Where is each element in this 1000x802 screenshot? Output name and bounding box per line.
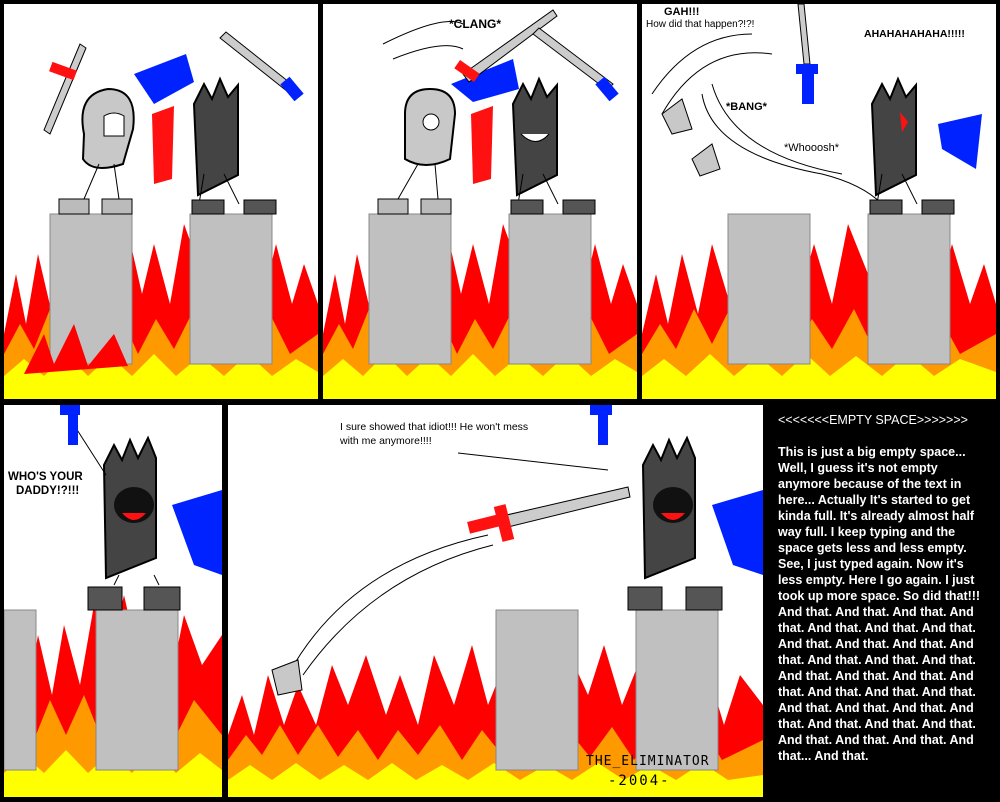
shout-line-1: WHO'S YOUR bbox=[8, 471, 83, 483]
red-shield bbox=[471, 106, 493, 184]
artist-signature: THE_ELIMINATOR bbox=[586, 754, 710, 769]
dark-knight bbox=[510, 76, 596, 215]
comic-panel-5: I sure showed that idiot!!! He won't mes… bbox=[228, 405, 763, 797]
motion-lines bbox=[701, 83, 883, 205]
pillar-right bbox=[189, 213, 273, 365]
motion-lines bbox=[382, 21, 464, 60]
victorious-dark-knight bbox=[73, 424, 181, 611]
blue-hilt-sword bbox=[796, 4, 818, 104]
crossed-swords bbox=[454, 9, 619, 102]
panel-1-art bbox=[4, 31, 318, 399]
gray-knight bbox=[377, 87, 457, 215]
pillar-right bbox=[508, 213, 592, 365]
motion-lines bbox=[287, 534, 494, 676]
blue-shield bbox=[712, 490, 763, 575]
sidebar-body-text: This is just a big empty space... Well, … bbox=[778, 445, 981, 763]
pillar-left bbox=[368, 213, 452, 365]
whoosh-sfx: *Whooosh* bbox=[784, 142, 840, 154]
speech-pointer bbox=[457, 452, 609, 471]
signature-year: -2004- bbox=[608, 773, 671, 789]
flying-red-hilt-sword bbox=[467, 486, 631, 542]
pillar-left-empty bbox=[4, 609, 37, 771]
blue-shield bbox=[134, 54, 194, 104]
panel-3-art bbox=[642, 4, 996, 399]
comic-panel-1 bbox=[4, 4, 318, 399]
falling-gauntlet bbox=[271, 659, 303, 696]
gah-text: GAH!!! bbox=[664, 6, 700, 18]
blue-shield bbox=[172, 490, 222, 575]
pillar-right bbox=[867, 213, 951, 365]
sidebar-heading: <<<<<<<EMPTY SPACE>>>>>>> bbox=[778, 413, 968, 427]
panel-2-art bbox=[323, 9, 637, 399]
dark-knight bbox=[191, 76, 277, 215]
panel-4-art bbox=[4, 405, 222, 797]
pillar-left bbox=[49, 213, 133, 365]
blue-hilt-sword bbox=[219, 31, 304, 102]
sword-hilt bbox=[590, 405, 612, 415]
panel-5-art bbox=[228, 405, 763, 797]
shout-line-2: DADDY!?!!! bbox=[16, 485, 80, 497]
speech-line-1: I sure showed that idiot!!! He won't mes… bbox=[340, 421, 529, 433]
pillar-left-empty bbox=[727, 213, 811, 365]
sword-hilt bbox=[60, 405, 80, 415]
pillar-right bbox=[95, 609, 179, 771]
pillar-left-empty bbox=[495, 609, 579, 771]
comic-panel-2: *CLANG* bbox=[323, 4, 637, 399]
laugh-text: AHAHAHAHAHA!!!!! bbox=[864, 28, 965, 40]
comic-panel-4: WHO'S YOUR DADDY!?!!! bbox=[4, 405, 222, 797]
comic-panel-3: GAH!!! How did that happen?!?! AHAHAHAHA… bbox=[642, 4, 996, 399]
victorious-dark-knight bbox=[627, 435, 723, 611]
blue-shield bbox=[451, 59, 519, 102]
red-hilt-sword bbox=[43, 43, 87, 135]
question-text: How did that happen?!?! bbox=[646, 19, 755, 30]
flying-gauntlet bbox=[661, 98, 693, 135]
bang-sfx: *BANG* bbox=[726, 101, 767, 113]
flying-gauntlet bbox=[691, 143, 721, 177]
clang-sfx: *CLANG* bbox=[449, 17, 502, 31]
speech-line-2: with me anymore!!!! bbox=[340, 435, 432, 447]
red-shield bbox=[152, 106, 174, 184]
pillar-right bbox=[635, 609, 719, 771]
empty-space-sidebar: <<<<<<<EMPTY SPACE>>>>>>> This is just a… bbox=[768, 405, 996, 797]
blue-shield bbox=[938, 114, 982, 169]
gray-knight bbox=[58, 87, 135, 215]
dark-knight bbox=[869, 76, 955, 215]
